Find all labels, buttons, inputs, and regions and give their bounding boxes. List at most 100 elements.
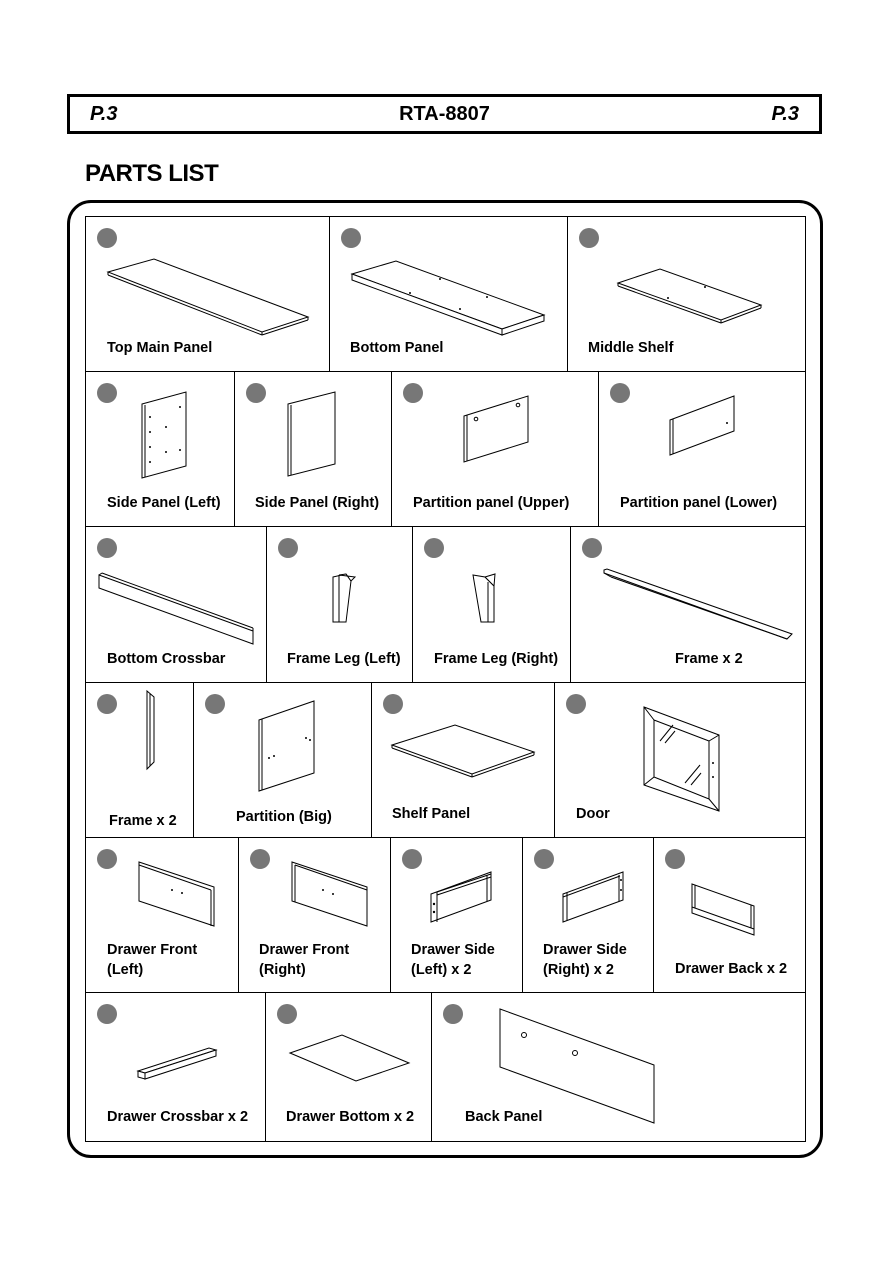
- part-cell-side-panel-right: Side Panel (Right): [235, 372, 392, 526]
- part-label-line: Drawer Side: [543, 942, 627, 958]
- part-number-badge: [610, 383, 630, 403]
- part-label: Frame x 2: [675, 651, 743, 667]
- drawer-bottom-illustration: [288, 1034, 411, 1082]
- part-label: Side Panel (Right): [255, 495, 380, 511]
- part-number-badge: [278, 538, 298, 558]
- page-title: PARTS LIST: [85, 160, 219, 187]
- part-label-line: Drawer Front: [107, 942, 198, 958]
- part-label: Door: [576, 806, 610, 822]
- part-cell-back-panel: Back Panel: [432, 993, 805, 1141]
- parts-row: Drawer Crossbar x 2 Drawer Bottom x 2 Ba…: [86, 993, 805, 1141]
- part-label: Drawer Back x 2: [675, 961, 788, 977]
- frame-a-illustration: [603, 568, 793, 640]
- door-illustration: [643, 706, 720, 812]
- part-cell-middle-shelf: Middle Shelf: [568, 217, 805, 371]
- part-cell-drawer-back: Drawer Back x 2: [654, 838, 805, 992]
- part-cell-partition-lower: Partition panel (Lower): [599, 372, 805, 526]
- model-number: RTA-8807: [399, 103, 490, 125]
- bottom-crossbar-illustration: [98, 572, 254, 645]
- part-cell-bottom-crossbar: Bottom Crossbar: [86, 527, 267, 682]
- drawer-side-left-illustration: [430, 871, 492, 923]
- part-number-badge: [402, 849, 422, 869]
- part-cell-drawer-side-left: Drawer Side (Left) x 2: [391, 838, 523, 992]
- part-number-badge: [97, 849, 117, 869]
- part-number-badge: [277, 1004, 297, 1024]
- part-number-badge: [97, 538, 117, 558]
- part-label-line: Drawer Side: [411, 942, 495, 958]
- part-label: Drawer Side (Right) x 2: [543, 940, 627, 980]
- partition-big-illustration: [258, 700, 315, 792]
- part-number-badge: [97, 1004, 117, 1024]
- part-cell-partition-upper: Partition panel (Upper): [392, 372, 599, 526]
- parts-row: Bottom Crossbar Frame Leg (Left) Frame L…: [86, 527, 805, 683]
- part-label: Drawer Front (Left): [107, 940, 197, 980]
- back-panel-illustration: [499, 1008, 655, 1124]
- bottom-panel-illustration: [350, 260, 546, 336]
- part-number-badge: [97, 694, 117, 714]
- part-cell-frame-b: Frame x 2: [86, 683, 194, 837]
- part-label: Partition (Big): [236, 809, 332, 825]
- drawer-back-illustration: [691, 883, 755, 936]
- drawer-crossbar-illustration: [136, 1047, 218, 1080]
- drawer-front-right-illustration: [291, 861, 368, 927]
- part-label: Frame Leg (Left): [287, 651, 401, 667]
- part-number-badge: [383, 694, 403, 714]
- part-cell-drawer-front-right: Drawer Front (Right): [239, 838, 391, 992]
- part-number-badge: [424, 538, 444, 558]
- part-label: Drawer Side (Left) x 2: [411, 940, 495, 980]
- parts-row: Frame x 2 Partition (Big) Shelf Panel: [86, 683, 805, 838]
- page-header: P.3 RTA-8807 P.3: [67, 94, 822, 134]
- parts-row: Drawer Front (Left) Drawer Front (Right): [86, 838, 805, 993]
- part-number-badge: [97, 383, 117, 403]
- part-cell-drawer-front-left: Drawer Front (Left): [86, 838, 239, 992]
- part-label-line: Drawer Front: [259, 942, 350, 958]
- part-cell-shelf-panel: Shelf Panel: [372, 683, 555, 837]
- page-number-right: P.3: [771, 103, 799, 125]
- part-label: Partition panel (Upper): [413, 495, 570, 511]
- part-cell-top-main-panel: Top Main Panel: [86, 217, 330, 371]
- part-label: Side Panel (Left): [107, 495, 221, 511]
- part-number-badge: [534, 849, 554, 869]
- part-label: Drawer Front (Right): [259, 940, 349, 980]
- frame-leg-left-illustration: [332, 573, 357, 623]
- part-label: Frame Leg (Right): [434, 651, 559, 667]
- part-number-badge: [246, 383, 266, 403]
- part-number-badge: [403, 383, 423, 403]
- shelf-panel-illustration: [390, 724, 536, 778]
- part-number-badge: [582, 538, 602, 558]
- part-label: Drawer Crossbar x 2: [107, 1109, 249, 1125]
- frame-b-illustration: [146, 689, 155, 771]
- part-label: Middle Shelf: [588, 340, 674, 356]
- parts-list-frame: [67, 200, 823, 1158]
- part-cell-door: Door: [555, 683, 805, 837]
- top-main-panel-illustration: [106, 258, 310, 336]
- part-cell-frame-leg-left: Frame Leg (Left): [267, 527, 413, 682]
- part-cell-frame-leg-right: Frame Leg (Right): [413, 527, 571, 682]
- partition-lower-illustration: [669, 395, 735, 456]
- part-label-line: (Left): [107, 962, 144, 978]
- drawer-side-right-illustration: [562, 871, 624, 923]
- part-number-badge: [566, 694, 586, 714]
- part-cell-frame-a: Frame x 2: [571, 527, 805, 682]
- part-label-line: (Right) x 2: [543, 962, 614, 978]
- part-number-badge: [665, 849, 685, 869]
- parts-row: Side Panel (Left) Side Panel (Right) Par…: [86, 372, 805, 527]
- part-label: Partition panel (Lower): [620, 495, 778, 511]
- part-label: Back Panel: [465, 1109, 543, 1125]
- part-number-badge: [97, 228, 117, 248]
- side-panel-right-illustration: [287, 391, 336, 477]
- part-label: Drawer Bottom x 2: [286, 1109, 415, 1125]
- part-label: Frame x 2: [109, 813, 177, 829]
- drawer-front-left-illustration: [138, 861, 215, 927]
- part-cell-bottom-panel: Bottom Panel: [330, 217, 568, 371]
- parts-row: Top Main Panel Bottom Panel Middle Shelf: [86, 217, 805, 372]
- part-cell-drawer-crossbar: Drawer Crossbar x 2: [86, 993, 266, 1141]
- middle-shelf-illustration: [616, 268, 763, 324]
- part-number-badge: [443, 1004, 463, 1024]
- part-cell-drawer-bottom: Drawer Bottom x 2: [266, 993, 432, 1141]
- part-label-line: (Right): [259, 962, 306, 978]
- part-cell-partition-big: Partition (Big): [194, 683, 372, 837]
- part-label: Top Main Panel: [107, 340, 213, 356]
- part-label: Bottom Crossbar: [107, 651, 226, 667]
- part-number-badge: [341, 228, 361, 248]
